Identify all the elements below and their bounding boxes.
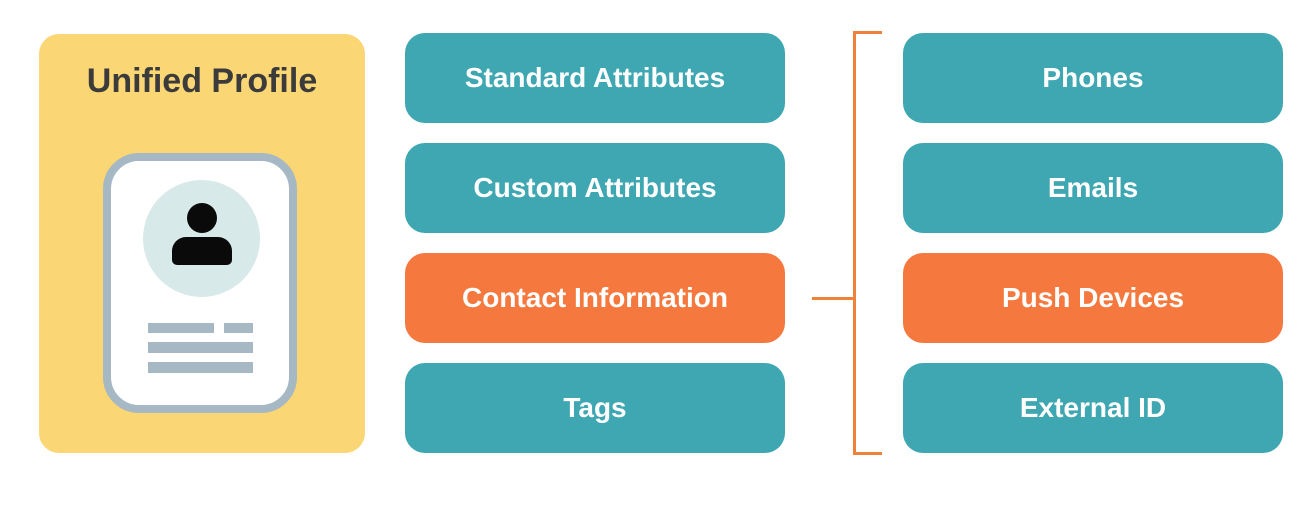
profile-card-title: Unified Profile — [86, 62, 318, 100]
person-icon — [187, 203, 217, 233]
card-text-line — [148, 323, 214, 333]
unified-profile-card: Unified Profile — [39, 34, 365, 453]
node-contact-information: Contact Information — [405, 253, 785, 343]
bracket-bottom-arm — [853, 452, 882, 455]
node-emails: Emails — [903, 143, 1283, 233]
node-phones: Phones — [903, 33, 1283, 123]
node-external-id: External ID — [903, 363, 1283, 453]
node-custom-attributes: Custom Attributes — [405, 143, 785, 233]
person-shoulders-icon — [172, 237, 232, 265]
card-text-line — [148, 342, 253, 353]
card-text-line — [224, 323, 253, 333]
bracket-stem-line — [812, 297, 853, 300]
id-card-icon — [103, 153, 297, 413]
avatar-circle — [143, 180, 260, 297]
node-standard-attributes: Standard Attributes — [405, 33, 785, 123]
card-text-line — [148, 362, 253, 373]
bracket-top-arm — [853, 31, 882, 34]
node-tags: Tags — [405, 363, 785, 453]
bracket-vertical-line — [853, 31, 856, 455]
node-push-devices: Push Devices — [903, 253, 1283, 343]
